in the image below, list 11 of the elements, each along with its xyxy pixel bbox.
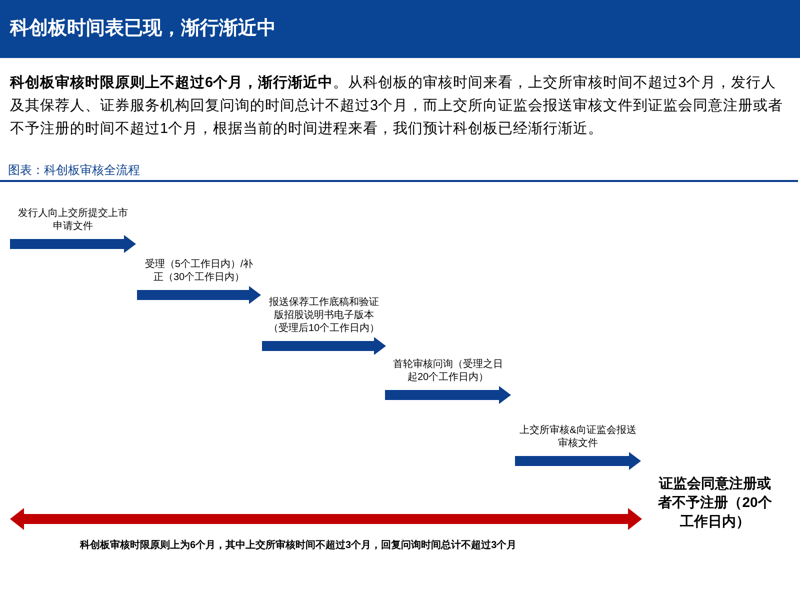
page-title: 科创板时间表已现，渐行渐近中	[10, 16, 276, 41]
figure-heading: 图表：科创板审核全流程	[8, 162, 140, 179]
intro-paragraph: 科创板审核时限原则上不超过6个月，渐行渐近中。从科创板的审核时间来看，上交所审核时间不超过3个月，发行人及其保荐人、证券服务机构回复问询的时间总计不超过3个月，而上交所向证监会报送审核文件到证监会同意注册或者不予注册的时间不超过1个月，根据当前的时间进程来看，我们预计科创板已经渐行渐近。	[10, 74, 784, 139]
step-text: 报送保荐工作底稿和验证版招股说明书电子版本（受理后10个工作日内）	[267, 296, 381, 335]
duration-note: 科创板审核时限原则上为6个月，其中上交所审核时间不超过3个月，回复问询时间总计不超过3个月	[80, 538, 517, 553]
double-arrow-bar	[10, 508, 642, 530]
step-text: 上交所审核&向证监会报送审核文件	[518, 424, 638, 450]
step-text: 受理（5个工作日内）/补正（30个工作日内）	[144, 258, 254, 284]
step-text: 首轮审核问询（受理之日起20个工作日内）	[392, 358, 504, 384]
outcome-text: 证监会同意注册或者不予注册（20个工作日内）	[657, 474, 773, 531]
step-text: 发行人向上交所提交上市申请文件	[17, 207, 129, 233]
